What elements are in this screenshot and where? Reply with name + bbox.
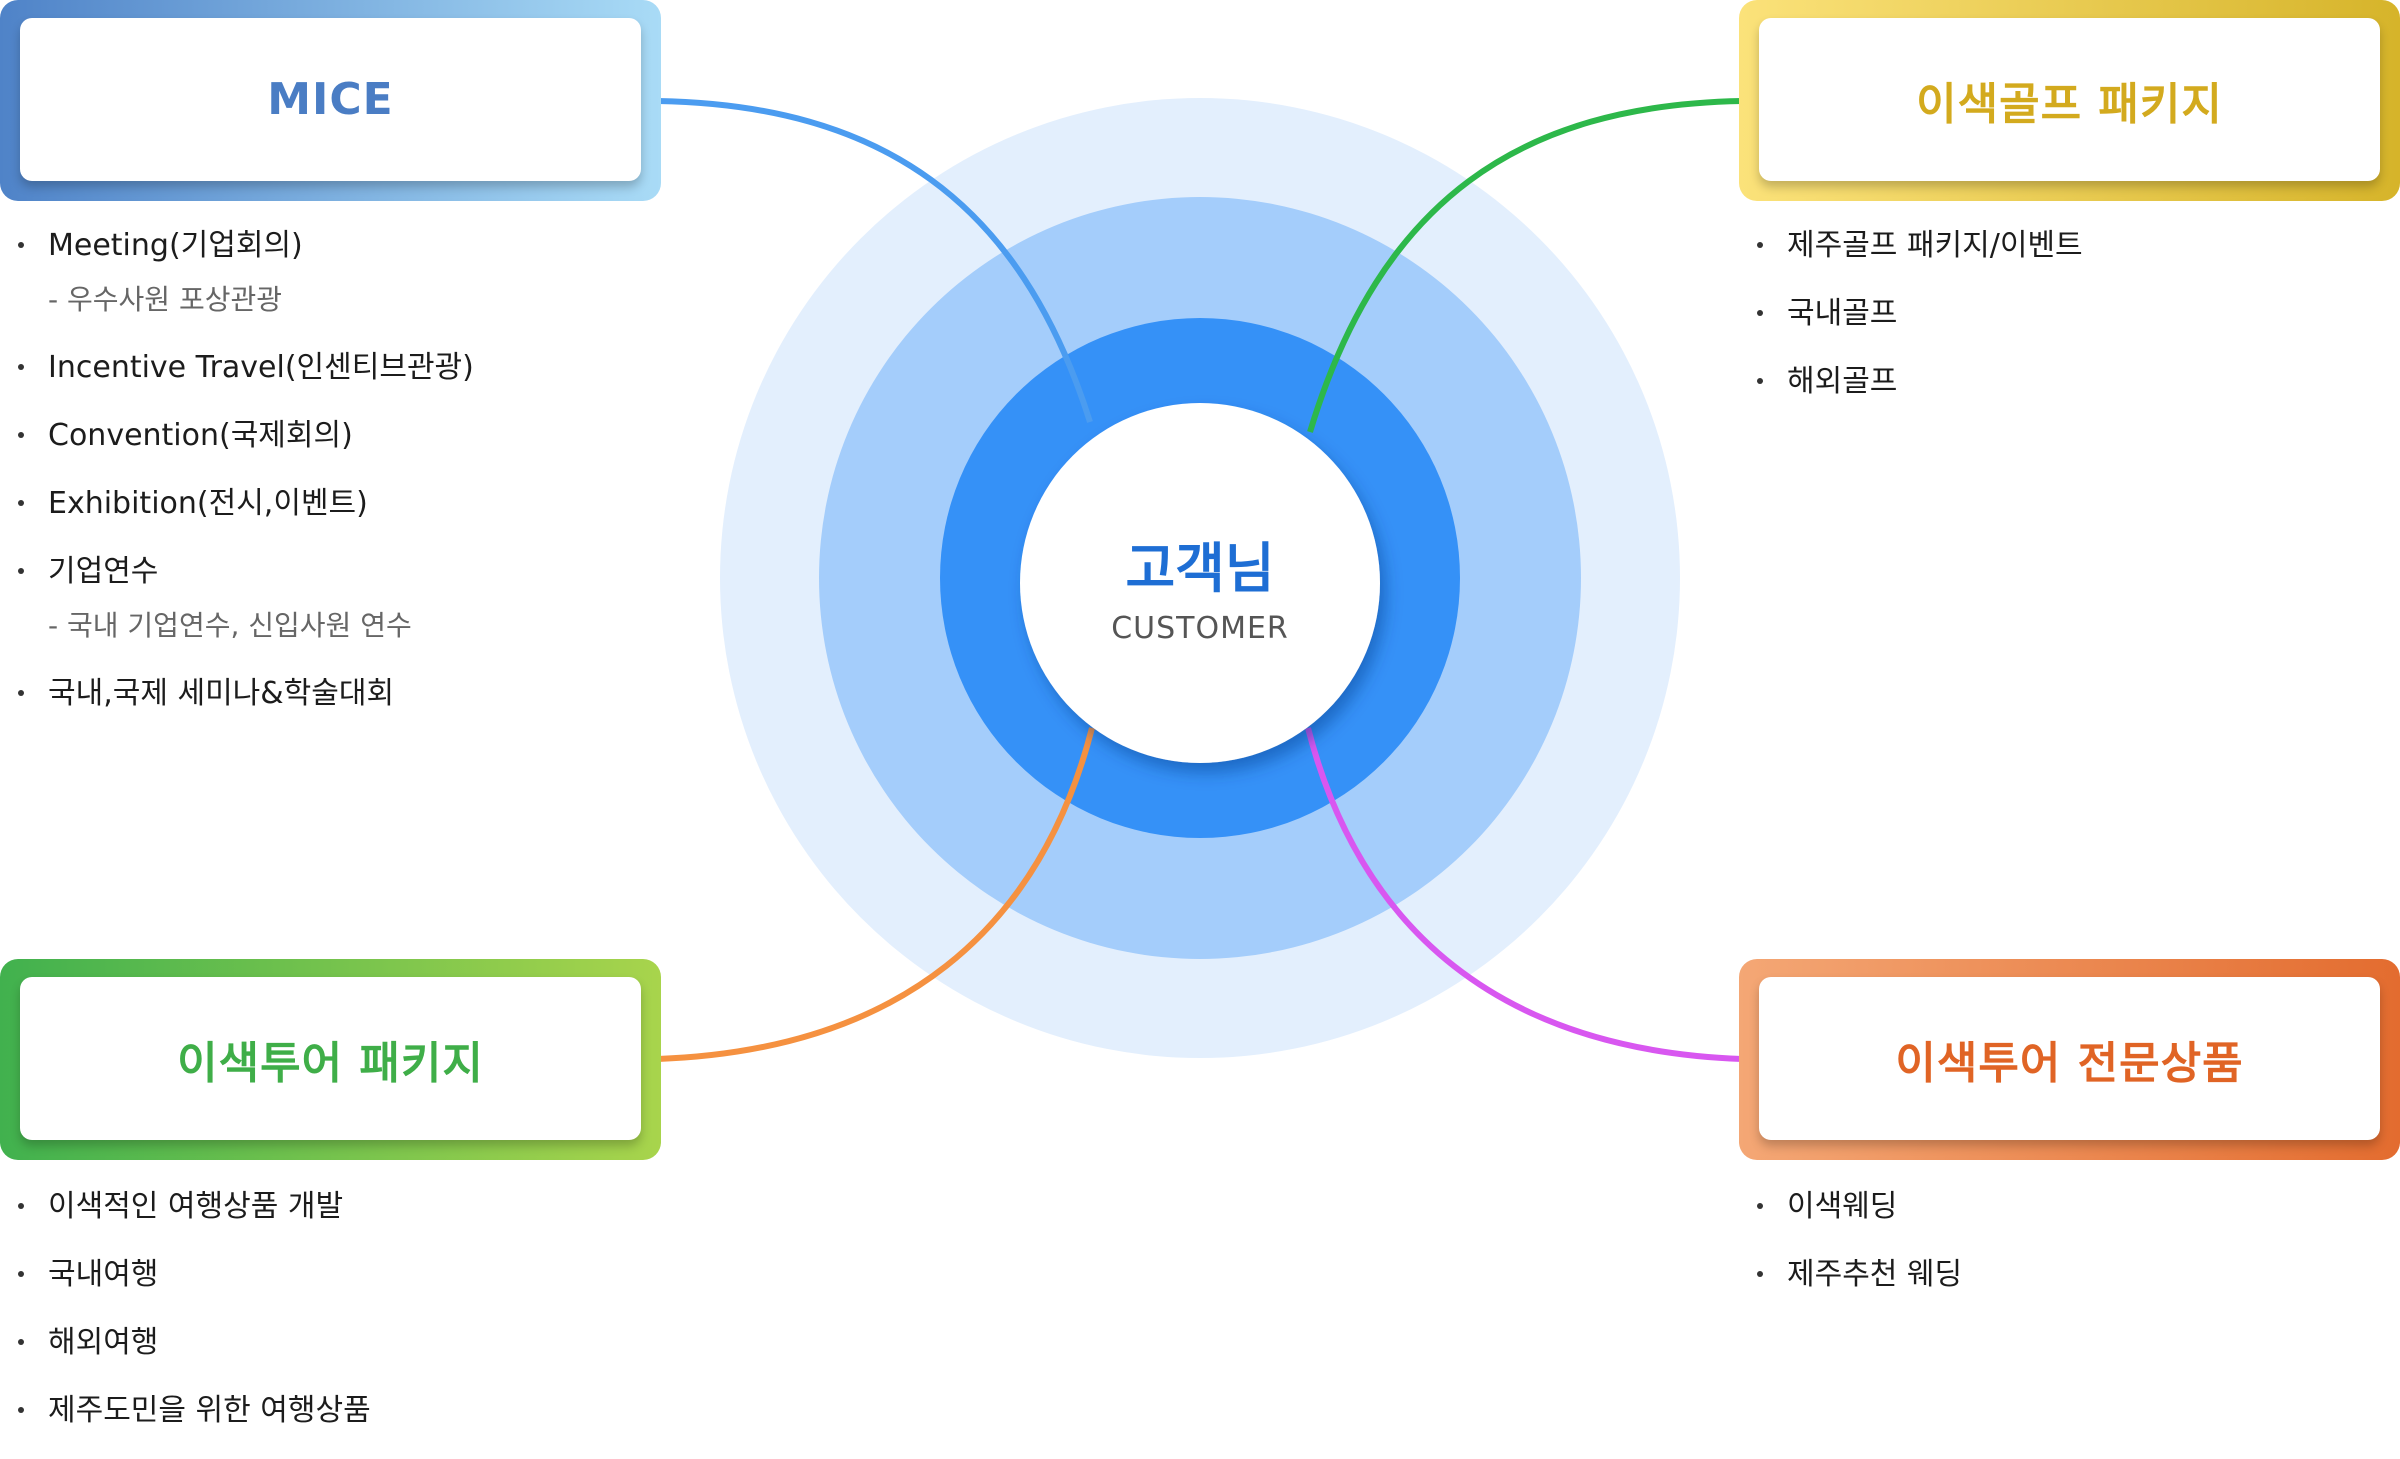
list-item-label: 기업연수 [48,554,159,589]
list-item-label: 해외여행 [48,1325,159,1360]
list-item: 기업연수 - 국내 기업연수, 신입사원 연수 [18,552,474,646]
tour-special-card: 이색투어 전문상품 [1759,977,2380,1140]
tour-package-frame: 이색투어 패키지 [0,959,661,1160]
bullet-dot [18,242,24,248]
tour-special-list: 이색웨딩 제주추천 웨딩 [1757,1187,1962,1323]
bullet-dot [18,1203,24,1209]
customer-center [1020,403,1380,763]
list-item: Incentive Travel(인센티브관광) [18,348,474,388]
tour-package-title: 이색투어 패키지 [177,1037,484,1089]
list-item-label: 국내여행 [48,1257,159,1292]
connector-line-tour-package [657,727,1095,1062]
list-item: 이색웨딩 [1757,1187,1962,1227]
bullet-dot [18,500,24,506]
list-item-subtext: - 국내 기업연수, 신입사원 연수 [48,609,412,642]
connector-line-golf [1307,98,1743,433]
tour-package-list: 이색적인 여행상품 개발 국내여행 해외여행 제주도민을 위한 여행상품 [18,1187,371,1459]
list-item: Convention(국제회의) [18,416,474,456]
bullet-dot [1757,378,1763,384]
list-item-label: 국내,국제 세미나&학술대회 [48,676,395,711]
bullet-dot [18,364,24,370]
list-item-label: Exhibition(전시,이벤트) [48,486,368,521]
bullet-dot [18,690,24,696]
connector-line-mice [657,98,1093,423]
list-item-label: 제주추천 웨딩 [1787,1257,1963,1292]
golf-list: 제주골프 패키지/이벤트 국내골프 해외골프 [1757,226,2083,430]
list-item-subtext: - 우수사원 포상관광 [48,283,282,316]
list-item: 제주추천 웨딩 [1757,1255,1962,1295]
list-item-label: 해외골프 [1787,364,1898,399]
list-item-label: 이색웨딩 [1787,1189,1898,1224]
customer-label: 고객님 CUSTOMER [1019,422,1381,762]
bullet-dot [18,1339,24,1345]
customer-subtitle: CUSTOMER [1111,610,1289,646]
mice-list: Meeting(기업회의) - 우수사원 포상관광 Incentive Trav… [18,226,474,742]
bullet-dot [18,432,24,438]
list-item: 제주도민을 위한 여행상품 [18,1391,371,1431]
list-item: Exhibition(전시,이벤트) [18,484,474,524]
list-item-label: 국내골프 [1787,296,1898,331]
mice-frame: MICE [0,0,661,201]
list-item-label: Meeting(기업회의) [48,228,303,263]
list-item: 이색적인 여행상품 개발 [18,1187,371,1227]
bullet-dot [1757,1203,1763,1209]
list-item: 제주골프 패키지/이벤트 [1757,226,2083,266]
list-item: Meeting(기업회의) - 우수사원 포상관광 [18,226,474,320]
mice-title: MICE [267,74,394,125]
list-item: 해외골프 [1757,362,2083,402]
mice-card: MICE [20,18,641,181]
list-item-label: 제주골프 패키지/이벤트 [1787,228,2083,263]
tour-special-title: 이색투어 전문상품 [1895,1037,2244,1089]
customer-title: 고객님 [1125,536,1275,600]
list-item: 해외여행 [18,1323,371,1363]
bullet-dot [1757,242,1763,248]
list-item-label: Convention(국제회의) [48,418,353,453]
list-item: 국내여행 [18,1255,371,1295]
bullet-dot [18,1271,24,1277]
connector-line-tour-special [1305,727,1743,1062]
golf-title: 이색골프 패키지 [1916,78,2223,130]
list-item-label: 이색적인 여행상품 개발 [48,1189,344,1224]
list-item: 국내골프 [1757,294,2083,334]
list-item-label: Incentive Travel(인센티브관광) [48,350,474,385]
list-item: 국내,국제 세미나&학술대회 [18,674,474,714]
golf-frame: 이색골프 패키지 [1739,0,2400,201]
tour-package-card: 이색투어 패키지 [20,977,641,1140]
bullet-dot [1757,1271,1763,1277]
golf-card: 이색골프 패키지 [1759,18,2380,181]
bullet-dot [1757,310,1763,316]
tour-special-frame: 이색투어 전문상품 [1739,959,2400,1160]
bullet-dot [18,568,24,574]
list-item-label: 제주도민을 위한 여행상품 [48,1393,371,1428]
bullet-dot [18,1407,24,1413]
